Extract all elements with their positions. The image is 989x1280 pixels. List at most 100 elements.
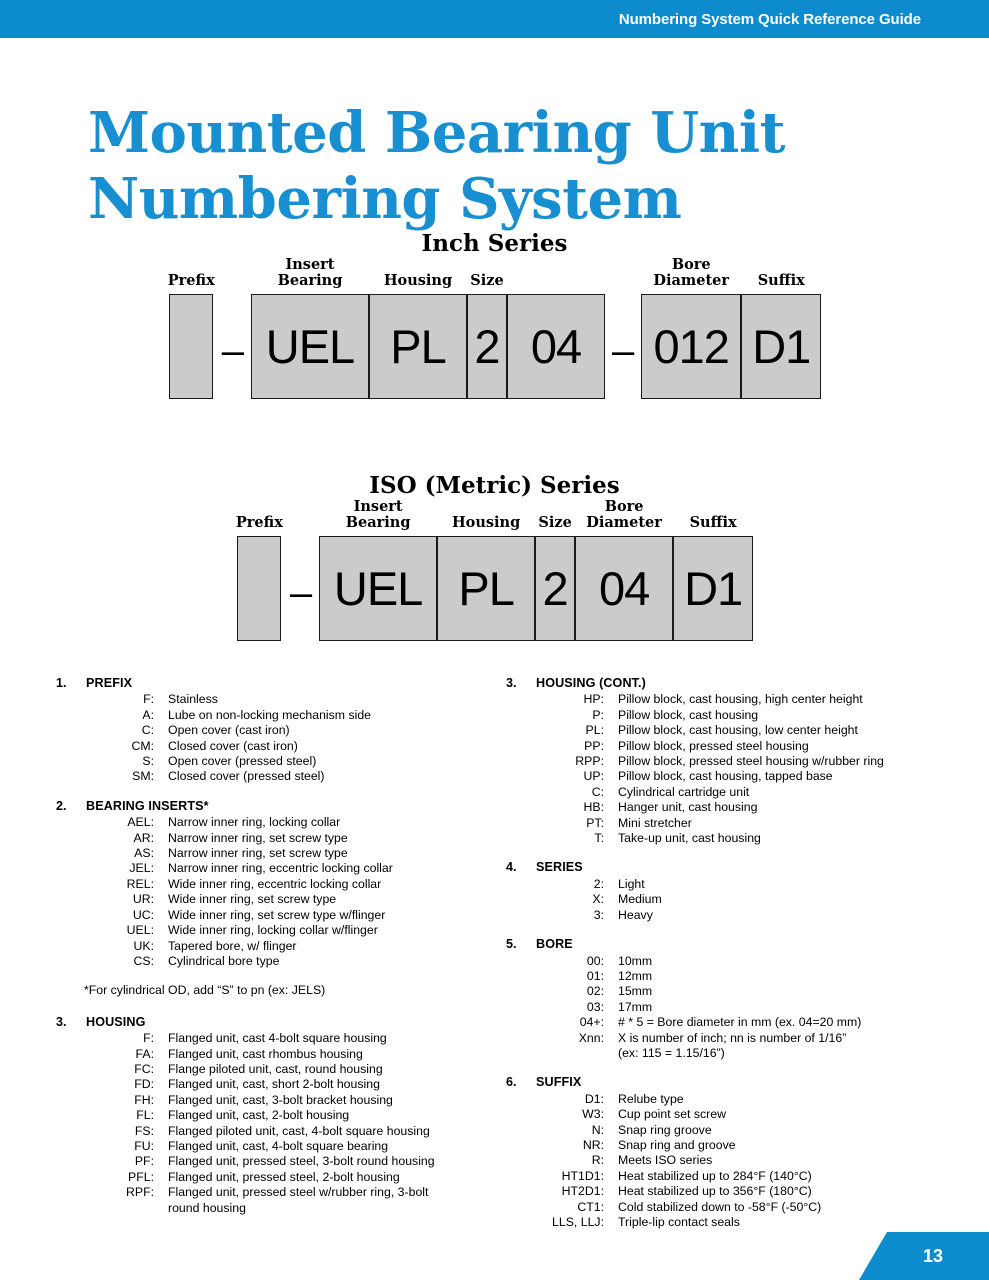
inch-part-box bbox=[169, 294, 214, 400]
legend-entry-code: UC: bbox=[132, 907, 154, 922]
legend-entry: 2:Light bbox=[506, 877, 966, 892]
legend-section-heading: 3. HOUSING (CONT.) bbox=[506, 676, 966, 691]
legend-section-number: 2. bbox=[56, 798, 67, 813]
legend-section-name: BEARING INSERTS* bbox=[86, 798, 209, 813]
legend-entry-description: Flanged unit, cast, 3-bolt bracket housi… bbox=[168, 1092, 393, 1107]
legend-entry: 04+:# * 5 = Bore diameter in mm (ex. 04=… bbox=[506, 1015, 966, 1030]
legend-entry-code: N: bbox=[591, 1122, 604, 1137]
legend-section-number: 3. bbox=[506, 676, 517, 690]
legend-entry-description: Pillow block, cast housing bbox=[618, 707, 759, 722]
legend-entry-description: Snap ring and groove bbox=[618, 1137, 736, 1152]
legend-entry: SM:Closed cover (pressed steel) bbox=[56, 769, 496, 784]
legend-entry: UR:Wide inner ring, set screw type bbox=[56, 892, 496, 907]
inch-part-label: Housing bbox=[383, 272, 453, 290]
legend-entry: HT2D1:Heat stabilized up to 356°F (180°C… bbox=[506, 1184, 966, 1199]
iso-part-box: PL bbox=[437, 536, 536, 642]
legend-entry-description: Cylindrical cartridge unit bbox=[618, 784, 750, 799]
legend-entry-code: D1: bbox=[584, 1091, 604, 1106]
legend-entry: PP:Pillow block, pressed steel housing bbox=[506, 739, 966, 754]
legend-entry-code: FH: bbox=[134, 1092, 154, 1107]
legend-entry-description: Cup point set screw bbox=[618, 1107, 726, 1122]
legend-entry-code: REL: bbox=[126, 876, 154, 891]
iso-part-box: 2 bbox=[535, 536, 576, 642]
legend-entry-code: AEL: bbox=[127, 815, 154, 830]
legend-entry-code: 02: bbox=[586, 984, 604, 999]
legend-entry-code: FL: bbox=[136, 1108, 154, 1123]
iso-part-label: Size bbox=[538, 514, 572, 532]
legend-section-number: 4. bbox=[506, 860, 517, 875]
legend-entry-description: Pillow block, pressed steel housing bbox=[618, 738, 809, 753]
inch-series-heading: Inch Series bbox=[421, 230, 568, 257]
legend-entry-code: 3: bbox=[593, 907, 604, 922]
legend-entry-description: Narrow inner ring, locking collar bbox=[168, 815, 341, 830]
legend-entry: RPF:Flanged unit, pressed steel w/rubber… bbox=[56, 1185, 496, 1216]
legend-entry: FS:Flanged piloted unit, cast, 4-bolt sq… bbox=[56, 1124, 496, 1139]
iso-separator-dash: – bbox=[289, 571, 313, 616]
legend-entry-code: RPF: bbox=[125, 1185, 154, 1200]
legend-entry-code: Xnn: bbox=[578, 1030, 604, 1045]
legend-entry-description: Wide inner ring, eccentric locking colla… bbox=[168, 876, 382, 891]
legend-entry-code: FS: bbox=[134, 1123, 154, 1138]
legend-entry-description: Wide inner ring, locking collar w/flinge… bbox=[168, 923, 378, 938]
legend-entry: N:Snap ring groove bbox=[506, 1123, 966, 1138]
legend-entry-description: Pillow block, cast housing, low center h… bbox=[618, 723, 858, 738]
legend-entry-description: Stainless bbox=[168, 692, 218, 707]
legend-entry-code: FU: bbox=[134, 1138, 154, 1153]
inch-part-label: Insert Bearing bbox=[277, 256, 343, 290]
legend-entry: HT1D1:Heat stabilized up to 284°F (140°C… bbox=[506, 1169, 966, 1184]
iso-part-box: D1 bbox=[673, 536, 754, 642]
legend-entry-description: 17mm bbox=[618, 999, 653, 1014]
iso-part-box: 04 bbox=[575, 536, 674, 642]
legend-entry-code: LLS, LLJ: bbox=[552, 1215, 604, 1229]
page-title-line-2: Numbering System bbox=[88, 165, 682, 232]
legend-entry: 01:12mm bbox=[506, 969, 966, 984]
legend-entry-code: FA: bbox=[135, 1046, 154, 1061]
legend-entry-description-continued: round housing bbox=[168, 1200, 246, 1215]
legend-entry-description: Triple-lip contact seals bbox=[618, 1215, 740, 1229]
legend-section-name: SUFFIX bbox=[536, 1075, 582, 1090]
legend-entry-code: AR: bbox=[133, 830, 155, 845]
legend-section-name: HOUSING (CONT.) bbox=[536, 676, 646, 690]
legend-entry-description: 10mm bbox=[618, 953, 653, 968]
legend-entry-code: PFL: bbox=[128, 1169, 154, 1184]
legend-section-heading: 3.HOUSING bbox=[56, 1015, 496, 1030]
legend-entry-description: Pillow block, cast housing, high center … bbox=[618, 692, 863, 707]
legend-entry-description: Open cover (pressed steel) bbox=[168, 754, 317, 769]
legend-entry-code: RPP: bbox=[575, 754, 604, 769]
legend-entry-code: PL: bbox=[585, 723, 604, 738]
legend-entry: NR:Snap ring and groove bbox=[506, 1138, 966, 1153]
inch-part-label: Size bbox=[470, 272, 504, 290]
legend-section-name: HOUSING bbox=[86, 1014, 146, 1029]
legend-entry-code: F: bbox=[143, 692, 154, 707]
header-bar: Numbering System Quick Reference Guide bbox=[0, 0, 989, 38]
header-title: Numbering System Quick Reference Guide bbox=[618, 11, 921, 28]
legend-entry-description: 15mm bbox=[618, 984, 653, 999]
legend-entry-code: X: bbox=[592, 892, 604, 907]
legend-entry-code: HT1D1: bbox=[561, 1168, 604, 1183]
legend-entry-code: SM: bbox=[132, 769, 154, 784]
legend-entry-code: HB: bbox=[583, 800, 605, 815]
legend-entry-description: Relube type bbox=[618, 1091, 684, 1106]
legend-section: 2. BEARING INSERTS* AEL: Narrow inner ring,… bbox=[56, 799, 496, 969]
legend-entry: RPP:Pillow block, pressed steel housing … bbox=[506, 754, 966, 769]
legend-section-heading: 4.SERIES bbox=[506, 860, 966, 875]
legend-entry-description: Flange piloted unit, cast, round housing bbox=[168, 1061, 383, 1076]
legend-entry-description-continued: (ex: 115 = 1.15/16”) bbox=[618, 1045, 725, 1060]
legend-entry: UEL:Wide inner ring, locking collar w/fl… bbox=[56, 923, 496, 938]
legend-entry-description: Pillow block, cast housing, tapped base bbox=[618, 769, 833, 784]
legend-section-heading: 5.BORE bbox=[506, 937, 966, 952]
legend-entry-code: JEL: bbox=[129, 861, 154, 876]
legend-entry-description: Lube on non-locking mechanism side bbox=[168, 707, 372, 722]
legend-entry-description: Narrow inner ring, set screw type bbox=[168, 830, 348, 845]
